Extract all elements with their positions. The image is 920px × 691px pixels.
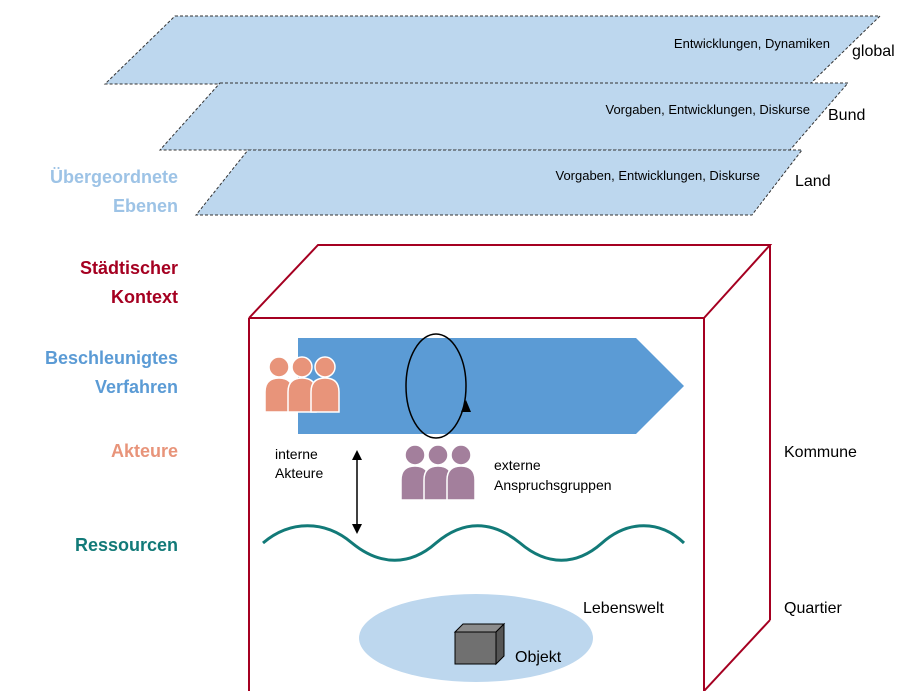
process-arrow bbox=[298, 338, 684, 434]
internal-actors-line1: interne bbox=[275, 446, 318, 462]
label-verfahren-line1: Beschleunigtes bbox=[45, 348, 178, 368]
cycle-icon bbox=[405, 333, 471, 439]
internal-actors-icon bbox=[264, 356, 340, 413]
context-box-bottom-right-edge bbox=[703, 619, 771, 691]
label-uebergeordnete-line2: Ebenen bbox=[113, 196, 178, 216]
label-staedtischer-line2: Kontext bbox=[111, 287, 178, 307]
quartier-label: Quartier bbox=[784, 600, 842, 617]
plane-global-text: Entwicklungen, Dynamiken bbox=[674, 36, 830, 51]
context-box bbox=[248, 244, 773, 691]
external-stakeholders-icon bbox=[400, 444, 476, 501]
plane-land-shape bbox=[194, 149, 804, 216]
external-stakeholders-line2: Anspruchsgruppen bbox=[494, 477, 612, 493]
lebenswelt-label: Lebenswelt bbox=[583, 600, 665, 617]
label-staedtischer-line1: Städtischer bbox=[80, 258, 178, 278]
label-ressourcen: Ressourcen bbox=[75, 535, 178, 555]
external-stakeholders-line1: externe bbox=[494, 457, 541, 473]
plane-land: Vorgaben, Entwicklungen, Diskurse bbox=[194, 149, 804, 216]
level-global-label: global bbox=[852, 43, 895, 60]
plane-bund-text: Vorgaben, Entwicklungen, Diskurse bbox=[605, 102, 810, 117]
resources-wave bbox=[262, 524, 686, 562]
object-cube-icon bbox=[453, 622, 506, 666]
object-label: Objekt bbox=[515, 649, 562, 666]
double-arrow-icon bbox=[352, 450, 362, 534]
plane-global: Entwicklungen, Dynamiken bbox=[103, 15, 882, 85]
kommune-label: Kommune bbox=[784, 444, 857, 461]
level-bund-label: Bund bbox=[828, 107, 865, 124]
internal-actors-line2: Akteure bbox=[275, 465, 323, 481]
label-akteure: Akteure bbox=[111, 441, 178, 461]
level-land-label: Land bbox=[795, 173, 831, 190]
plane-bund: Vorgaben, Entwicklungen, Diskurse bbox=[158, 82, 850, 151]
context-box-top bbox=[248, 244, 773, 319]
plane-land-text: Vorgaben, Entwicklungen, Diskurse bbox=[555, 168, 760, 183]
label-verfahren-line2: Verfahren bbox=[95, 377, 178, 397]
label-uebergeordnete-line1: Übergeordnete bbox=[50, 167, 178, 187]
